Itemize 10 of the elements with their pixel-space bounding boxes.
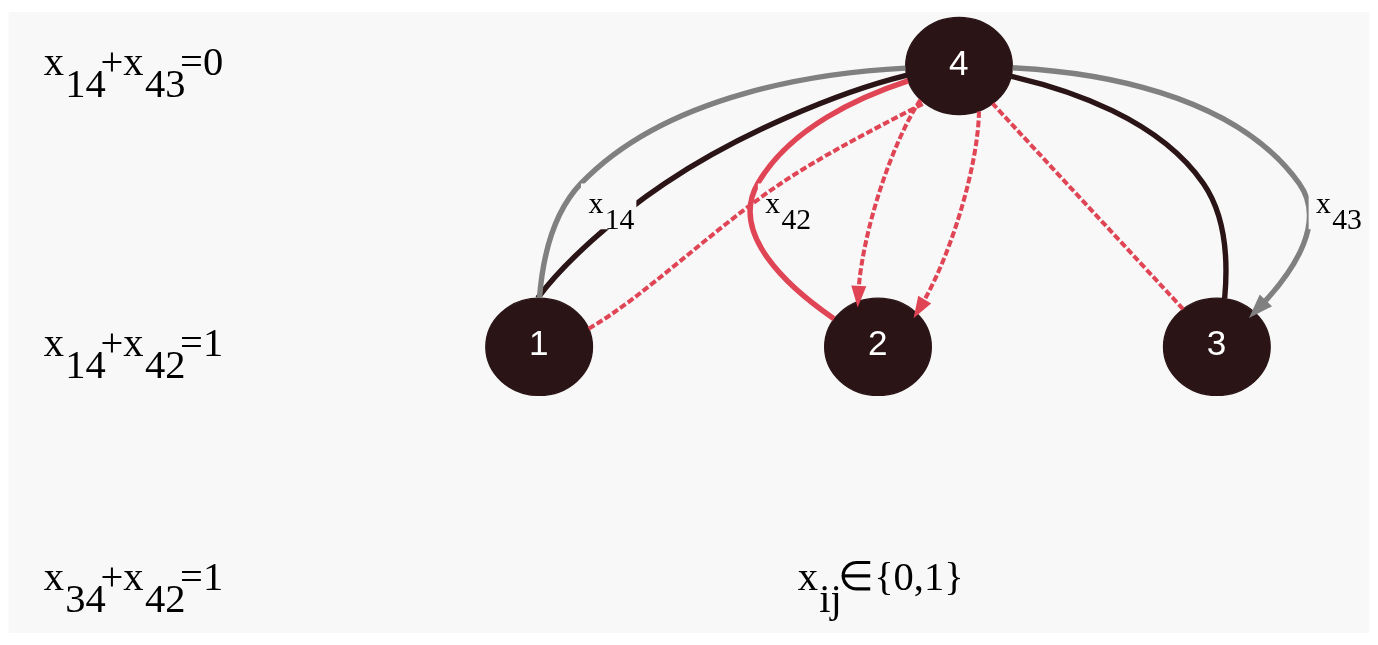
arrow bbox=[913, 111, 981, 319]
arrow bbox=[851, 98, 923, 308]
node-circle: 3 bbox=[1162, 297, 1271, 397]
connector bbox=[991, 102, 1185, 311]
node-circle: 1 bbox=[485, 297, 594, 397]
node-circle: 4 bbox=[905, 16, 1013, 116]
connector bbox=[1010, 73, 1229, 299]
arrow bbox=[1012, 65, 1313, 319]
connector bbox=[747, 78, 909, 321]
connector bbox=[587, 101, 926, 331]
